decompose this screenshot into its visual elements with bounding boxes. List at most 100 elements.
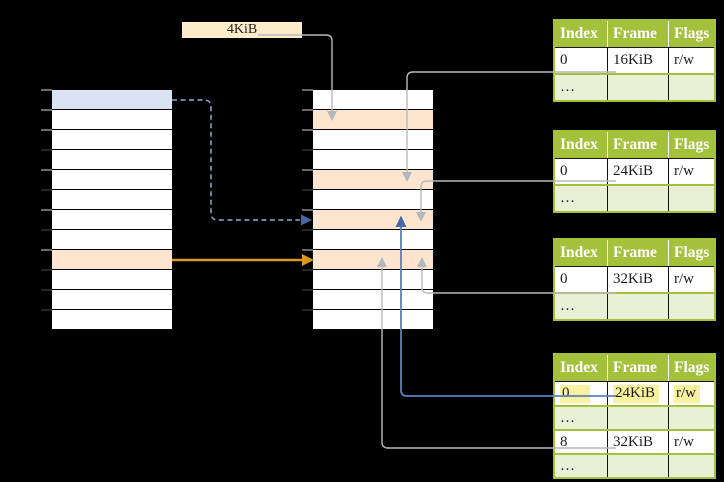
memory-row-white (313, 90, 433, 110)
memory-row-white (52, 310, 172, 330)
memory-row-white (52, 170, 172, 190)
header-cell-frame: Frame (607, 355, 668, 381)
memory-row-blue (52, 90, 172, 110)
cell-value: 32KiB (613, 433, 654, 450)
cell-value: … (560, 409, 575, 426)
header-cell-flags: Flags (668, 21, 714, 47)
cell-value: 8 (560, 433, 568, 450)
table-cell (668, 407, 714, 429)
header-cell-flags: Flags (668, 240, 714, 266)
table-cell: 0 (555, 267, 607, 292)
table-cell: … (555, 455, 607, 477)
highlighted-value: r/w (674, 384, 700, 403)
physical-frames-column (313, 90, 433, 330)
cell-value: … (560, 457, 575, 474)
table-cell (668, 294, 714, 319)
memory-row-white (52, 110, 172, 130)
memory-row-white (52, 270, 172, 290)
table-cell (607, 186, 668, 211)
cell-value: 16KiB (613, 52, 654, 68)
table-cell (668, 186, 714, 211)
header-cell-index: Index (560, 359, 598, 376)
table-cell (607, 455, 668, 477)
cell-value: … (560, 79, 575, 95)
table-row: … (555, 405, 714, 429)
page-size-label: 4KiB (182, 22, 302, 38)
table-cell: 16KiB (607, 48, 668, 73)
table-row: … (555, 453, 714, 477)
cell-value: 0 (560, 271, 568, 287)
table-row: … (555, 73, 714, 100)
memory-row-white (313, 230, 433, 250)
table-row: 0 24KiB r/w (555, 158, 714, 184)
table-row: … (555, 184, 714, 211)
highlighted-value: 0 (560, 384, 590, 403)
page-size-text: 4KiB (226, 22, 258, 37)
table-cell: 0 (555, 159, 607, 184)
header-cell-frame: Frame (607, 132, 668, 158)
table-cell: … (555, 294, 607, 319)
memory-row-white (52, 230, 172, 250)
memory-row-white (52, 290, 172, 310)
table-cell: r/w (668, 48, 714, 73)
table-row: … (555, 292, 714, 319)
table-cell: r/w (668, 159, 714, 184)
connector-virtual-page-dashed (172, 99, 300, 221)
header-cell-flags: Flags (668, 132, 714, 158)
memory-row-orange (313, 170, 433, 190)
header-cell-index: Index (560, 136, 598, 153)
table-cell: 24KiB (607, 159, 668, 184)
virtual-pages-column (52, 90, 172, 330)
header-cell-frame: Frame (607, 21, 668, 47)
highlighted-value: 24KiB (613, 384, 660, 403)
table-cell: 0 (555, 382, 607, 405)
cell-value: 32KiB (613, 271, 654, 287)
table-cell: r/w (668, 267, 714, 292)
table-cell (668, 75, 714, 100)
table-cell: … (555, 75, 607, 100)
memory-row-white (52, 190, 172, 210)
cell-value: 0 (560, 52, 568, 68)
table-cell: 24KiB (607, 382, 668, 405)
header-cell-frame: Frame (607, 240, 668, 266)
memory-row-white (313, 270, 433, 290)
memory-row-orange (313, 250, 433, 270)
table-cell: r/w (668, 431, 714, 453)
cell-value: … (560, 298, 575, 314)
table-row: 0 32KiB r/w (555, 266, 714, 292)
cell-value: r/w (674, 52, 694, 68)
table-cell: 8 (555, 431, 607, 453)
memory-row-orange (52, 250, 172, 270)
table-row: 0 24KiB r/w (555, 381, 714, 405)
memory-row-white (313, 190, 433, 210)
table-cell: … (555, 407, 607, 429)
memory-row-white (313, 150, 433, 170)
cell-value: r/w (674, 163, 694, 179)
memory-row-orange (313, 110, 433, 130)
table-cell: 0 (555, 48, 607, 73)
table-row: 8 32KiB r/w (555, 429, 714, 453)
header-cell-flags: Flags (668, 355, 714, 381)
memory-row-white (313, 130, 433, 150)
memory-row-white (313, 310, 433, 330)
cell-value: 0 (560, 163, 568, 179)
table-cell: 32KiB (607, 431, 668, 453)
table-cell: r/w (668, 382, 714, 405)
header-cell-index: Index (560, 244, 598, 261)
memory-row-white (52, 210, 172, 230)
table-cell (607, 407, 668, 429)
memory-row-white (52, 150, 172, 170)
cell-value: … (560, 190, 575, 206)
table-cell: 32KiB (607, 267, 668, 292)
table-cell (607, 294, 668, 319)
memory-row-white (313, 290, 433, 310)
